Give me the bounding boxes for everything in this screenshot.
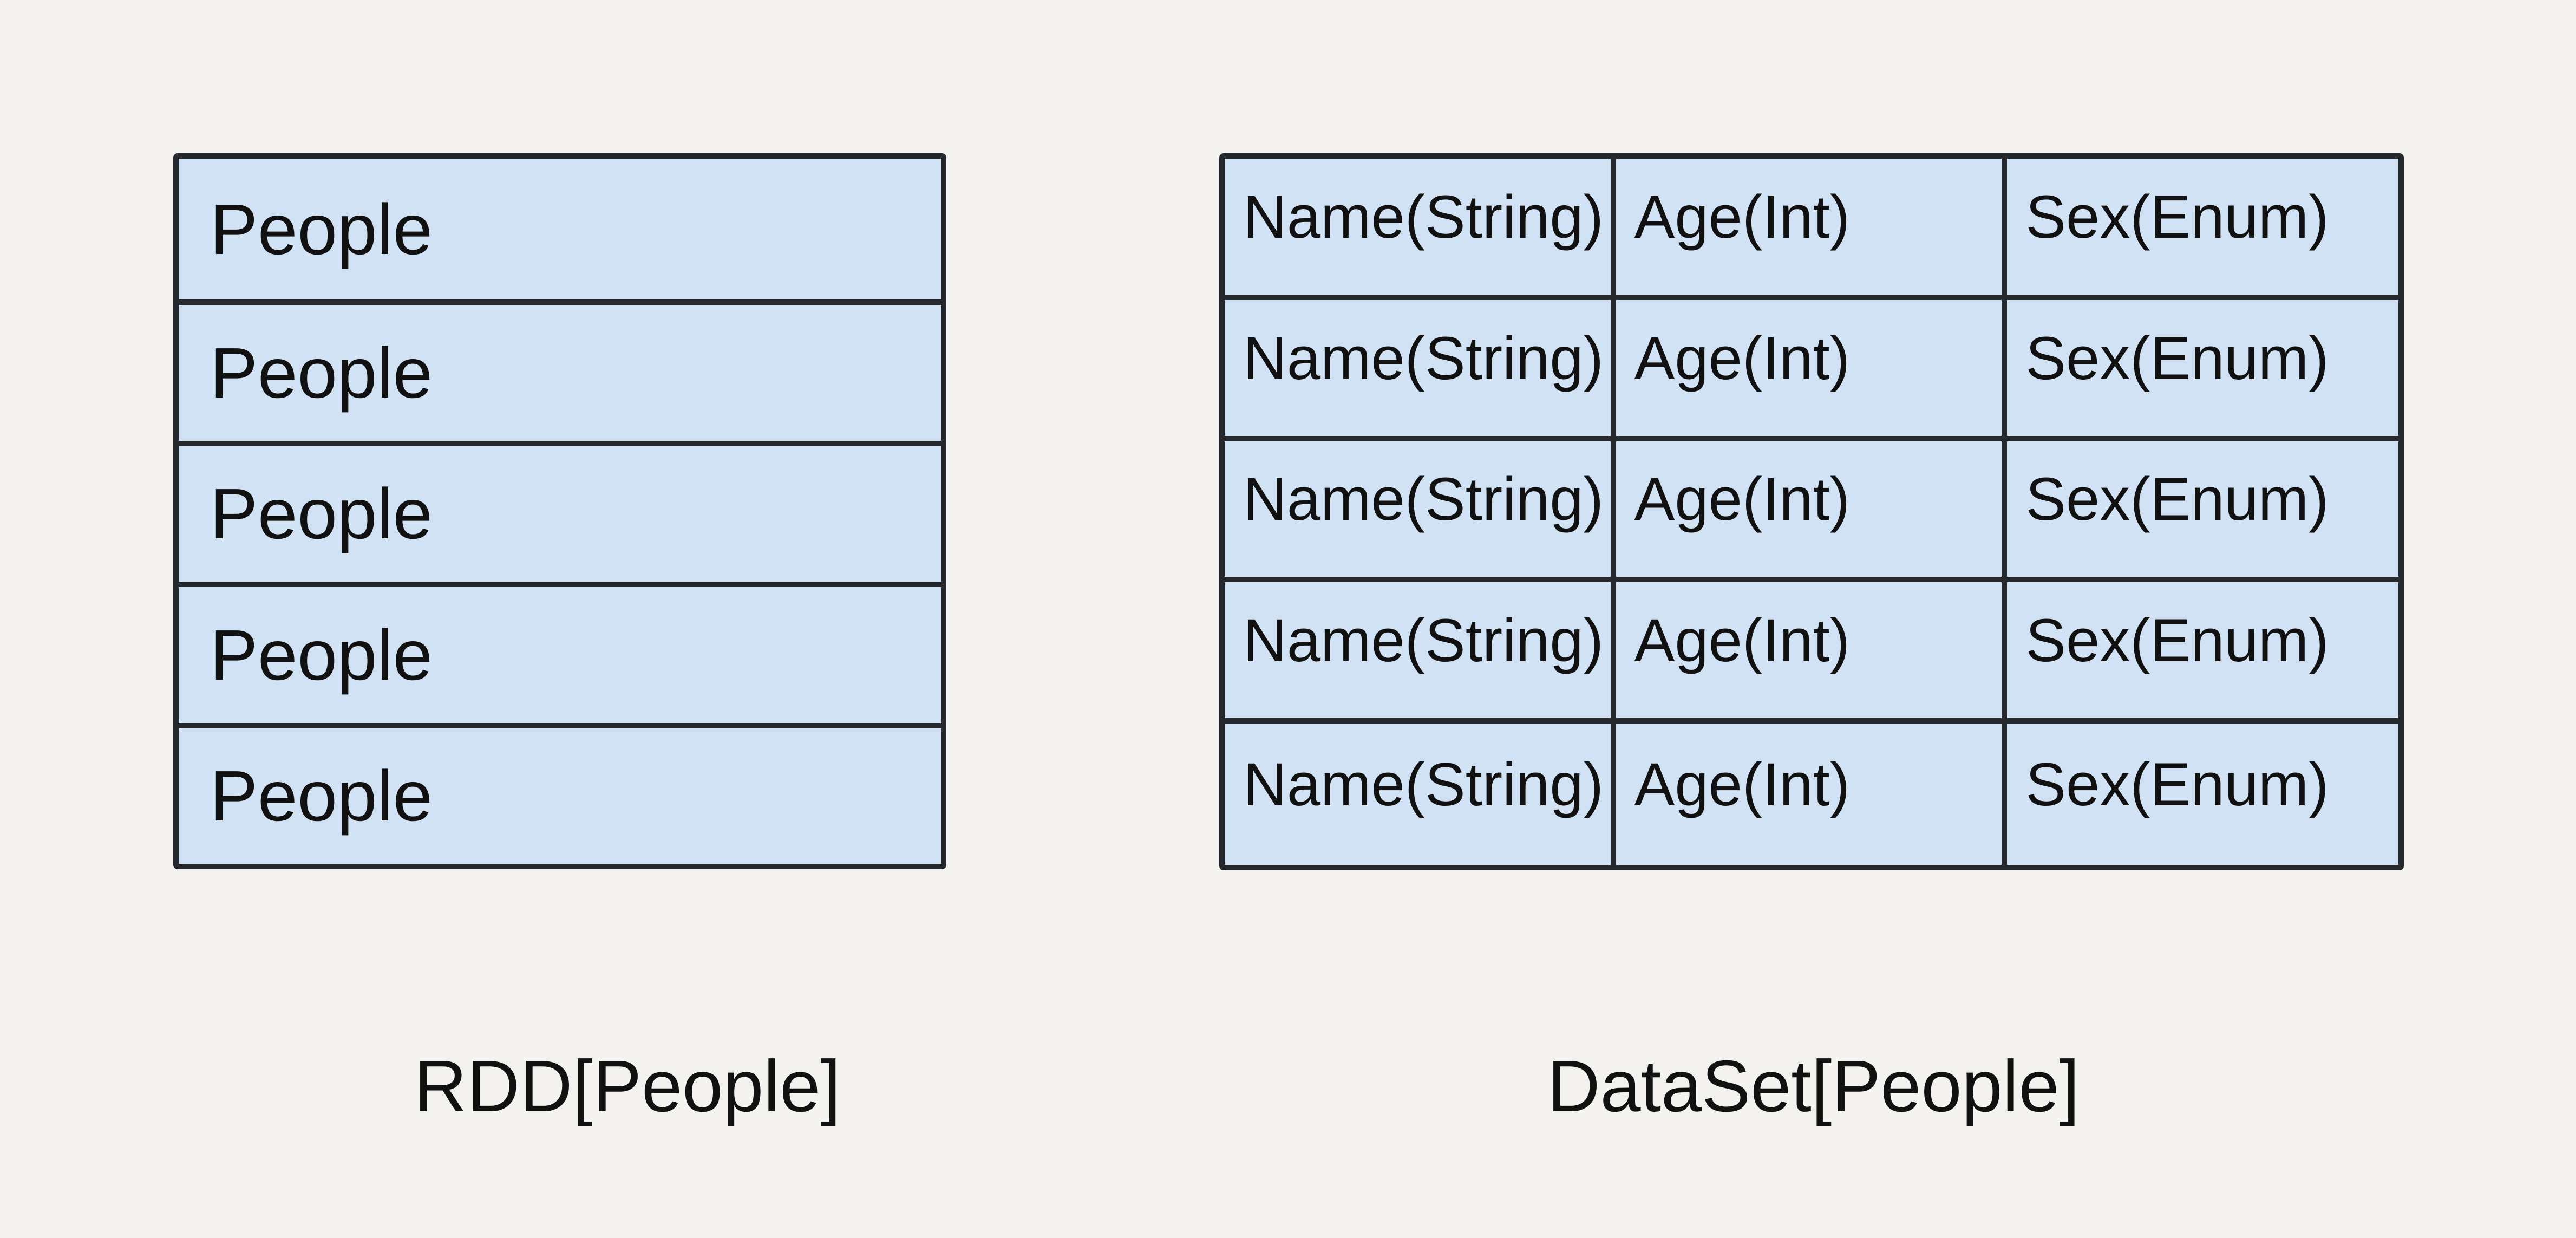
dataset-cell-label: Sex(Enum)	[2025, 324, 2329, 392]
dataset-cell-label: Age(Int)	[1634, 751, 1851, 819]
dataset-cell-age: Age(Int)	[1616, 299, 2008, 441]
dataset-cell-label: Name(String)	[1243, 751, 1604, 819]
dataset-cell-label: Name(String)	[1243, 465, 1604, 533]
dataset-cell-label: Name(String)	[1243, 324, 1604, 392]
rdd-table-row: People	[179, 722, 941, 864]
dataset-table-label: DataSet[People]	[1547, 1045, 2080, 1127]
dataset-cell-age: Age(Int)	[1616, 582, 2008, 724]
rdd-table-row: People	[179, 582, 941, 722]
dataset-cell-sex: Sex(Enum)	[2007, 159, 2398, 300]
rdd-row-label: People	[210, 615, 433, 695]
dataset-cell-age: Age(Int)	[1616, 441, 2008, 583]
rdd-table-row: People	[179, 299, 941, 440]
dataset-cell-label: Name(String)	[1243, 607, 1604, 675]
dataset-cell-age: Age(Int)	[1616, 724, 2008, 865]
rdd-row-label: People	[210, 189, 433, 269]
dataset-cell-label: Sex(Enum)	[2025, 751, 2329, 819]
dataset-cell-sex: Sex(Enum)	[2007, 724, 2398, 865]
dataset-cell-sex: Sex(Enum)	[2007, 441, 2398, 583]
dataset-table: Name(String) Age(Int) Sex(Enum) Name(Str…	[1219, 153, 2404, 870]
dataset-cell-name: Name(String)	[1225, 724, 1616, 865]
rdd-row-label: People	[210, 474, 433, 554]
dataset-cell-label: Age(Int)	[1634, 607, 1851, 675]
dataset-cell-name: Name(String)	[1225, 582, 1616, 724]
rdd-table-row: People	[179, 159, 941, 299]
dataset-cell-age: Age(Int)	[1616, 159, 2008, 300]
rdd-row-label: People	[210, 333, 433, 413]
rdd-table-label: RDD[People]	[414, 1045, 841, 1127]
dataset-cell-label: Age(Int)	[1634, 183, 1851, 251]
dataset-cell-label: Name(String)	[1243, 183, 1604, 251]
dataset-cell-name: Name(String)	[1225, 441, 1616, 583]
dataset-cell-label: Sex(Enum)	[2025, 607, 2329, 675]
dataset-cell-sex: Sex(Enum)	[2007, 300, 2398, 441]
dataset-cell-name: Name(String)	[1225, 299, 1616, 441]
rdd-table: People People People People People	[173, 153, 946, 869]
dataset-cell-label: Age(Int)	[1634, 324, 1851, 392]
dataset-cell-label: Sex(Enum)	[2025, 183, 2329, 251]
dataset-cell-sex: Sex(Enum)	[2007, 582, 2398, 724]
rdd-table-row: People	[179, 440, 941, 582]
dataset-cell-label: Sex(Enum)	[2025, 465, 2329, 533]
rdd-row-label: People	[210, 756, 433, 836]
dataset-cell-name: Name(String)	[1225, 159, 1616, 300]
dataset-cell-label: Age(Int)	[1634, 465, 1851, 533]
